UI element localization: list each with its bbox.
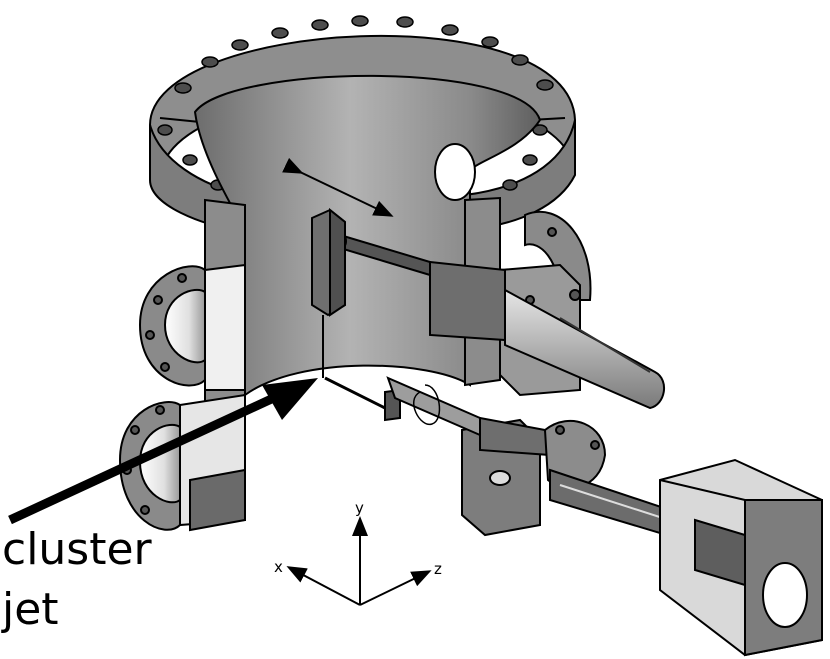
- left-upper-port: [138, 263, 246, 391]
- inner-port-opening: [434, 143, 476, 201]
- cluster-jet-label-line1: cluster: [2, 524, 152, 575]
- cluster-jet-label-line2: jet: [2, 584, 59, 635]
- nozzle-holder: [311, 207, 346, 378]
- flange-bolt-holes: [157, 15, 554, 191]
- cluster-jet-arrow: [8, 378, 318, 525]
- rotation-arrow: [413, 384, 441, 425]
- axis-label-z: z: [434, 560, 442, 578]
- axis-label-x: x: [274, 558, 283, 576]
- axis-label-y: y: [355, 499, 364, 517]
- coordinate-axes: [286, 516, 432, 606]
- left-lower-port: [118, 393, 246, 532]
- end-block: [659, 458, 823, 657]
- translation-arrow: [282, 157, 394, 217]
